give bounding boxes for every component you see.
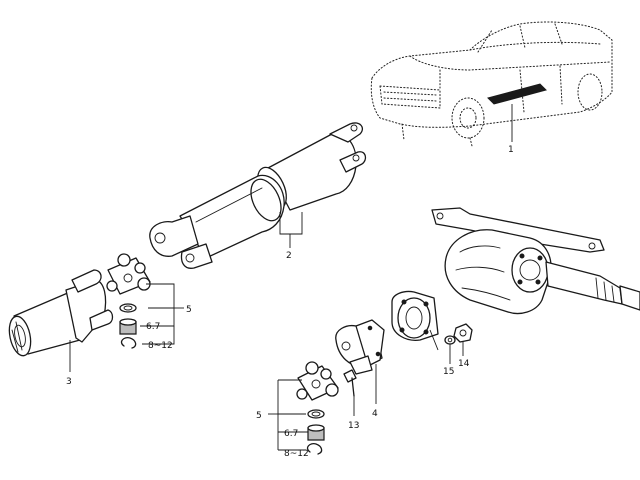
callout-3: 3 [66,377,72,387]
callout-6-7-lower: 6.7 [284,429,298,439]
callout-5-upper: 5 [186,305,192,315]
callout-8-12-upper: 8~12 [148,341,173,351]
callout-13: 13 [348,421,359,431]
car-outline-illustration [370,21,613,147]
journal-spider-lower [268,361,339,455]
callout-2: 2 [286,251,292,261]
differential-axle-assembly [391,207,640,364]
callout-5-lower: 5 [256,411,262,421]
callout-8-12-lower: 8~12 [284,449,309,459]
journal-spider-upper [106,253,184,349]
callout-15: 15 [443,367,454,377]
callout-1: 1 [508,145,514,155]
callout-14: 14 [458,359,470,369]
callout-labels: 1 2 3 5 6.7 8~12 4 13 14 15 5 6.7 8~12 [66,145,514,459]
callout-6-7-upper: 6.7 [146,322,160,332]
flange-yoke [335,319,385,416]
callout-4: 4 [372,409,378,419]
propeller-shaft-assembly [149,122,367,269]
sleeve-yoke [8,269,114,372]
